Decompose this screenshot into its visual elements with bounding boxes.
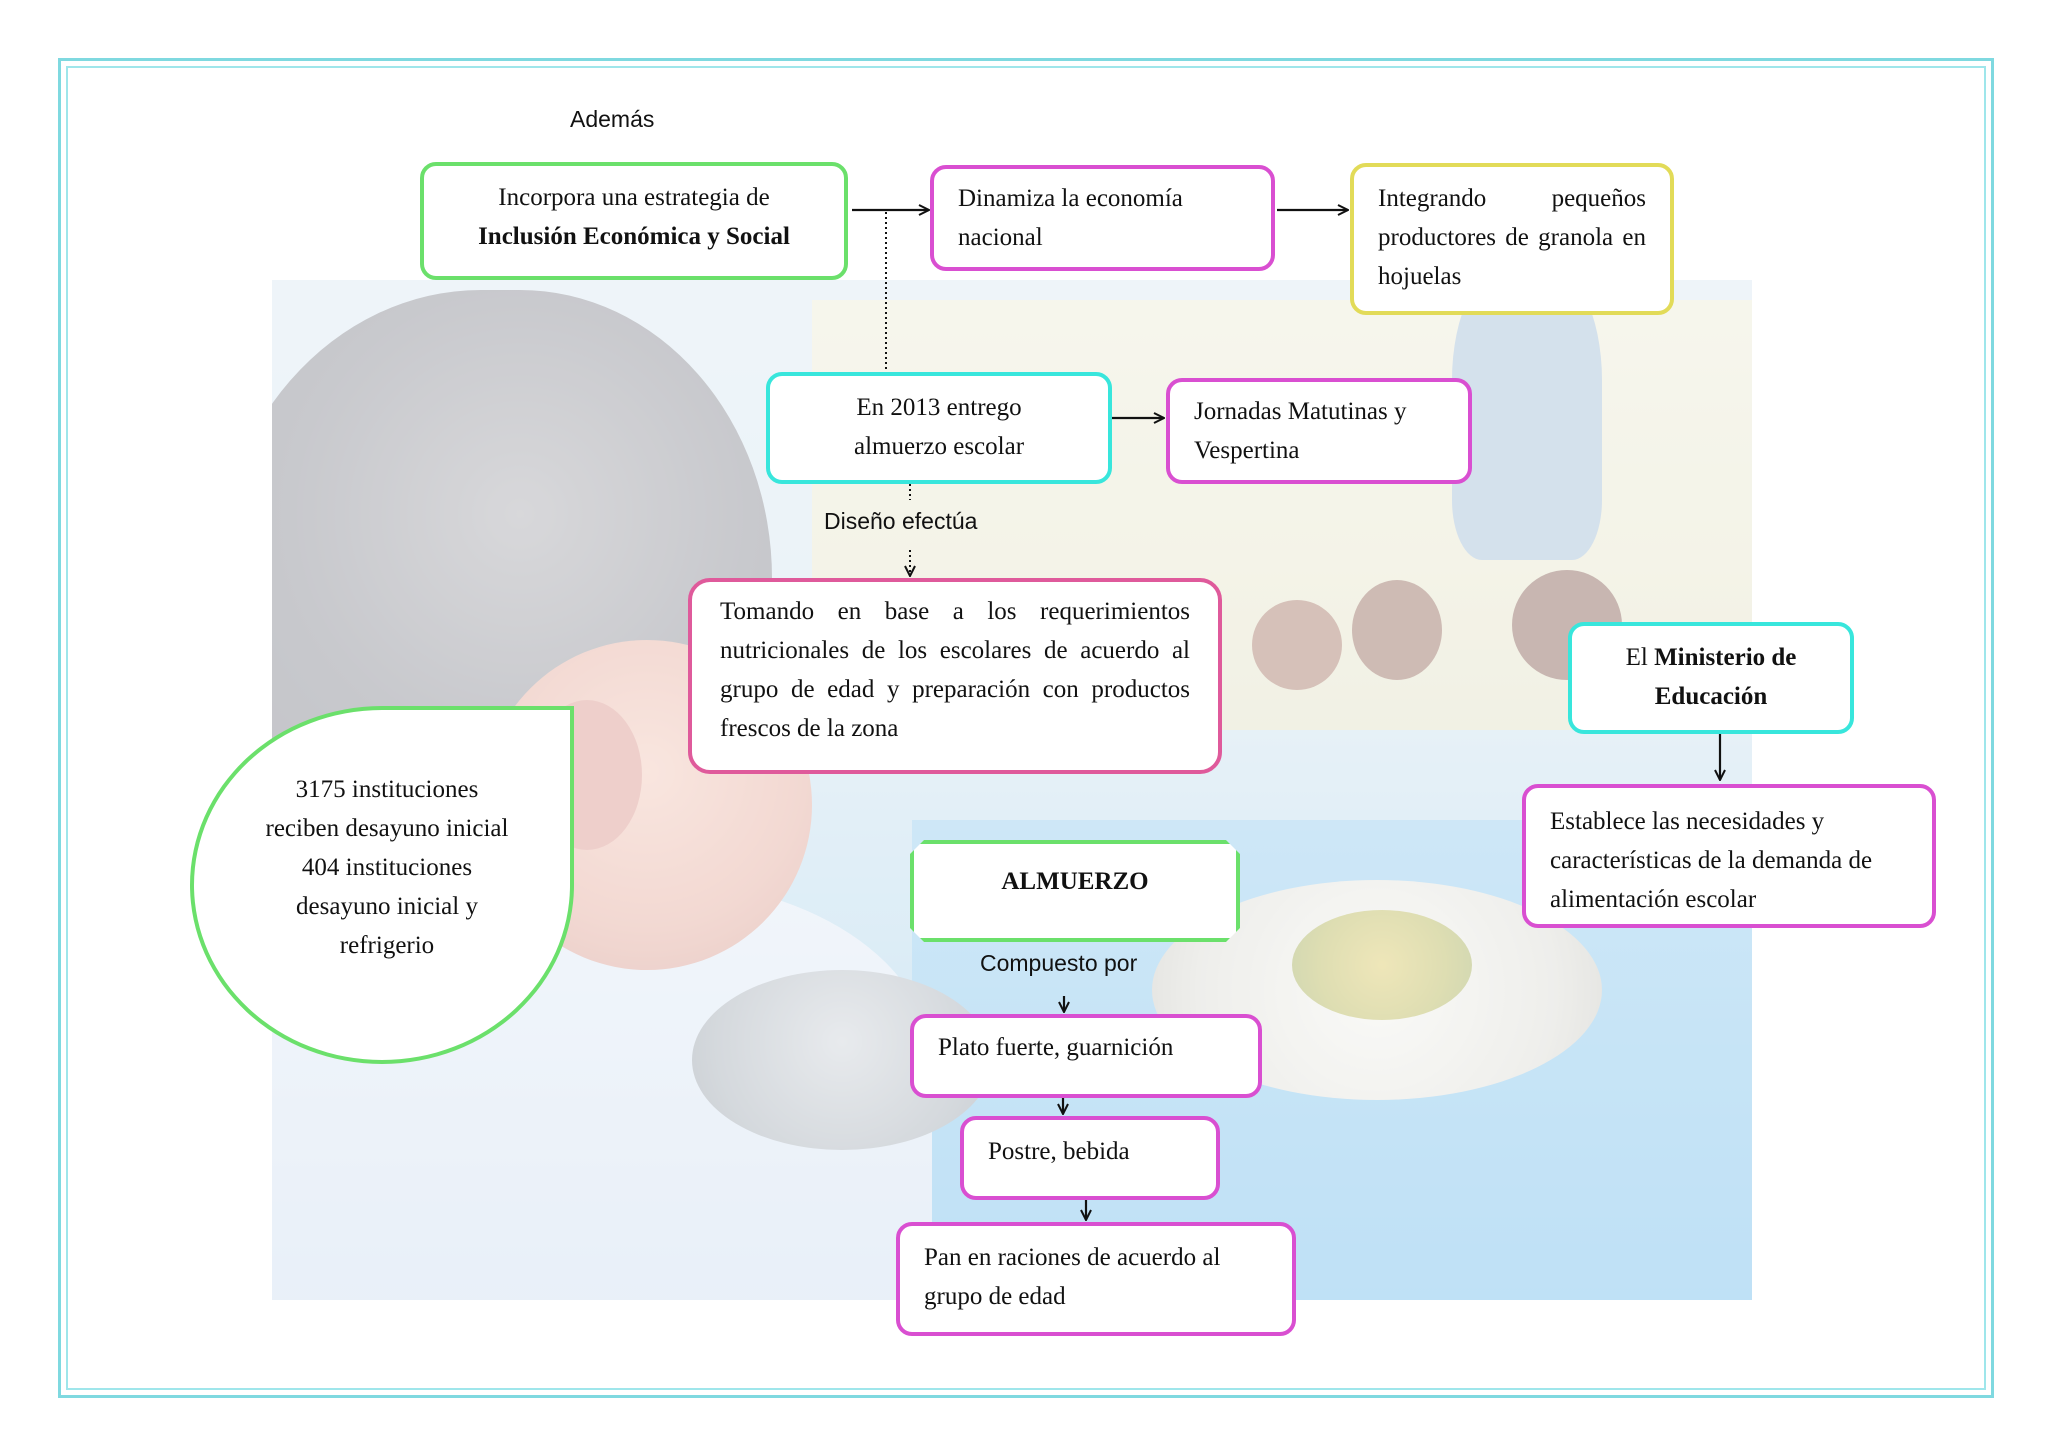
node-inclusion: Incorpora una estrategia de Inclusión Ec…	[420, 162, 848, 280]
node-dinamiza: Dinamiza la economía nacional	[930, 165, 1275, 271]
node-jornadas: Jornadas Matutinas y Vespertina	[1166, 378, 1472, 484]
node-pan: Pan en raciones de acuerdo al grupo de e…	[896, 1222, 1296, 1336]
node-instituciones: 3175 instituciones reciben desayuno inic…	[190, 706, 574, 1064]
node-ministerio-line1: El Ministerio de	[1625, 644, 1797, 671]
page-frame-outer	[58, 58, 1994, 1398]
node-postre: Postre, bebida	[960, 1116, 1220, 1200]
node-establece: Establece las necesidades y característi…	[1522, 784, 1936, 928]
node-inclusion-line2: Inclusión Económica y Social	[478, 223, 790, 250]
page-frame-inner	[66, 66, 1986, 1390]
node-almuerzo: ALMUERZO	[910, 840, 1240, 942]
label-diseno-efectua: Diseño efectúa	[824, 508, 978, 534]
node-tomando: Tomando en base a los requerimientos nut…	[688, 578, 1222, 774]
node-ministerio: El Ministerio de Educación	[1568, 622, 1854, 734]
node-entrego: En 2013 entrego almuerzo escolar	[766, 372, 1112, 484]
node-integrando: Integrando pequeños productores de grano…	[1350, 163, 1674, 315]
label-compuesto-por: Compuesto por	[980, 950, 1138, 976]
node-plato: Plato fuerte, guarnición	[910, 1014, 1262, 1098]
label-ademas: Además	[570, 106, 655, 132]
node-ministerio-line2: Educación	[1654, 683, 1768, 710]
node-inclusion-line1: Incorpora una estrategia de	[498, 184, 770, 211]
